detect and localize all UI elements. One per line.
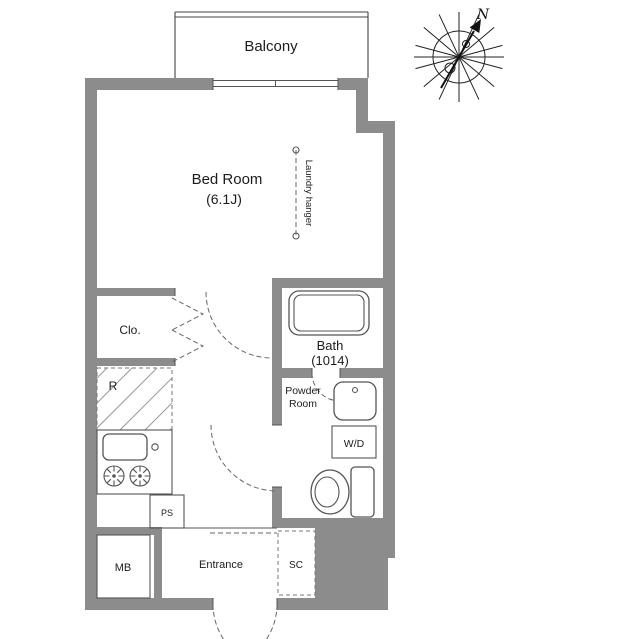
wall-meterbox-right bbox=[154, 527, 162, 610]
powder-door-swing bbox=[210, 424, 278, 492]
laundry-hanger-end-bottom bbox=[292, 232, 300, 240]
wall-bottom-right-block bbox=[315, 528, 395, 610]
balcony-window bbox=[212, 78, 339, 90]
bedroom-door-swing bbox=[205, 291, 273, 359]
pipe-space-label: PS bbox=[161, 508, 173, 518]
stove-burner-left bbox=[103, 465, 125, 487]
compass-hub-small bbox=[462, 40, 470, 48]
wall-upper-right-vertical bbox=[356, 78, 368, 133]
stove-burner-right bbox=[129, 465, 151, 487]
bath-door-swing bbox=[311, 372, 341, 402]
washer-dryer-space bbox=[331, 425, 377, 459]
bedroom-size-label: (6.1J) bbox=[206, 191, 242, 207]
meter-box-outline bbox=[96, 534, 151, 599]
bedroom-label: Bed Room bbox=[192, 171, 263, 188]
entry-door-swing-left bbox=[265, 603, 278, 639]
compass-ring bbox=[432, 30, 486, 84]
toilet-bowl bbox=[310, 469, 350, 515]
meter-box: MB bbox=[96, 534, 151, 599]
kitchen-counter bbox=[96, 429, 173, 495]
kitchen: R bbox=[96, 367, 173, 495]
laundry-hanger-end-top bbox=[292, 146, 300, 154]
shoe-closet: SC bbox=[277, 530, 316, 596]
compass: N bbox=[414, 7, 504, 102]
powder-room: Powder Room W/D bbox=[210, 381, 377, 518]
refrigerator-hatch bbox=[97, 368, 172, 430]
wall-powder-bottom bbox=[272, 518, 383, 528]
powder-room-label-2: Room bbox=[289, 398, 317, 410]
wall-bath-bottom-right bbox=[340, 368, 383, 378]
washbasin-faucet bbox=[351, 386, 359, 394]
washer-dryer-label: W/D bbox=[344, 438, 365, 450]
wall-bath-bottom-left bbox=[272, 368, 312, 378]
closet-bifold-doors bbox=[171, 297, 205, 363]
compass-needle-arrowhead bbox=[469, 19, 481, 33]
wall-bottom-left bbox=[85, 598, 213, 610]
shoe-closet-box bbox=[277, 530, 316, 596]
wall-bottom-right-notch bbox=[388, 558, 395, 610]
powder-room-label-1: Powder bbox=[285, 385, 321, 397]
refrigerator-label: R bbox=[109, 379, 118, 393]
pipe-space: PS bbox=[149, 494, 185, 529]
wall-bath-left bbox=[272, 278, 282, 378]
balcony: Balcony bbox=[174, 11, 369, 78]
wall-top-left bbox=[85, 78, 213, 90]
wall-powder-left-lower bbox=[272, 487, 282, 528]
refrigerator-space bbox=[96, 367, 173, 431]
wall-powder-left-upper bbox=[272, 378, 282, 425]
shoe-closet-label: SC bbox=[289, 560, 303, 571]
compass-needle bbox=[440, 30, 475, 89]
wall-closet-top bbox=[85, 288, 175, 296]
bath-label: Bath bbox=[317, 338, 344, 353]
wall-bath-top bbox=[272, 278, 383, 288]
toilet bbox=[310, 466, 375, 518]
bathtub bbox=[288, 290, 370, 336]
washbasin bbox=[333, 381, 377, 421]
bathtub-inner bbox=[293, 294, 365, 332]
laundry-hanger: Laundry hanger bbox=[292, 146, 314, 240]
bedroom: Bed Room (6.1J) Laundry hanger bbox=[192, 146, 314, 240]
bathroom: Bath (1014) bbox=[288, 290, 370, 402]
entrance: Entrance bbox=[162, 527, 278, 639]
entry-door-swing-right bbox=[212, 603, 225, 639]
meter-box-label: MB bbox=[115, 562, 132, 574]
toilet-tank bbox=[350, 466, 375, 518]
wall-right bbox=[383, 121, 395, 528]
closet: Clo. bbox=[119, 288, 205, 366]
closet-label: Clo. bbox=[119, 323, 140, 337]
kitchen-sink bbox=[102, 433, 148, 461]
bath-size-label: (1014) bbox=[311, 353, 349, 368]
kitchen-faucet bbox=[151, 443, 159, 451]
wall-left bbox=[85, 78, 97, 610]
toilet-seat bbox=[314, 476, 340, 508]
wall-closet-bottom bbox=[85, 358, 175, 366]
entrance-label: Entrance bbox=[199, 559, 243, 571]
laundry-hanger-label: Laundry hanger bbox=[303, 160, 314, 227]
balcony-label: Balcony bbox=[244, 38, 298, 55]
walls bbox=[85, 78, 395, 610]
north-label: N bbox=[476, 7, 490, 23]
wall-meterbox-top bbox=[85, 527, 162, 535]
wall-bottom-center bbox=[277, 598, 315, 610]
